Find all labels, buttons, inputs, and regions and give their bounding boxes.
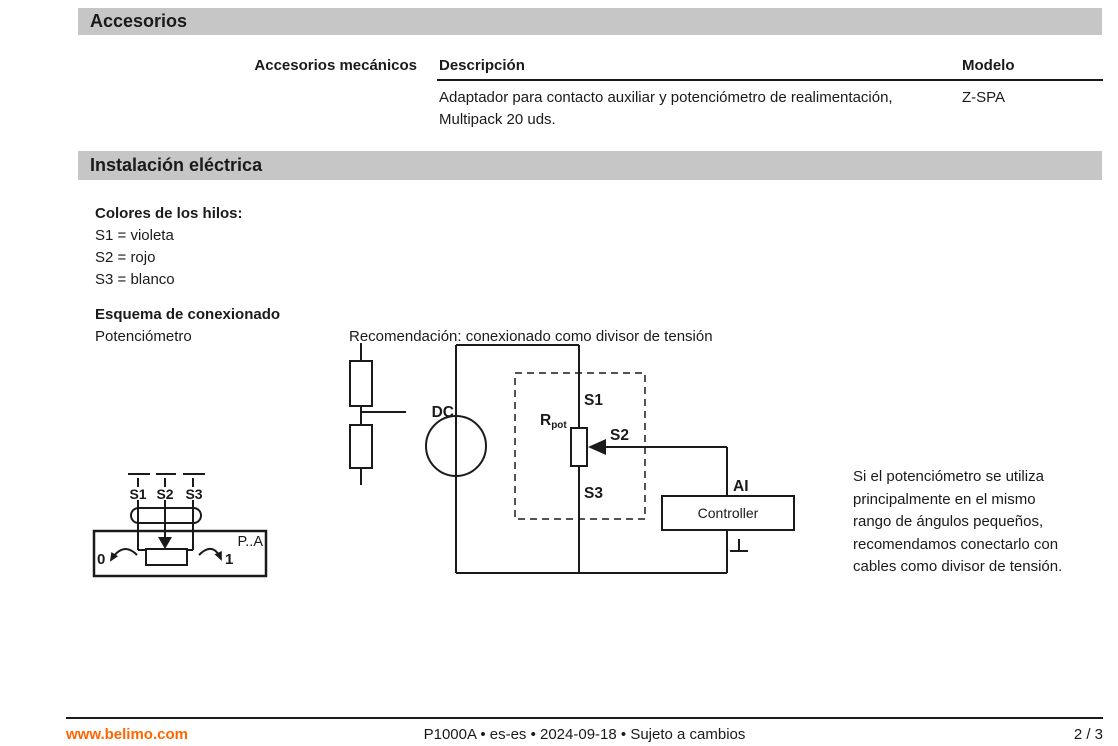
s1-label: S1: [584, 392, 603, 409]
section-header-accesorios: Accesorios: [78, 8, 1102, 35]
footer-page-number: 2 / 3: [1073, 726, 1103, 743]
side-note: Si el potenciómetro se utiliza principal…: [853, 466, 1062, 579]
table-col-descripcion: Descripción: [439, 57, 525, 74]
section-title: Accesorios: [90, 11, 188, 31]
dc-label: DC: [432, 404, 454, 421]
s2-label: S2: [156, 486, 173, 502]
wire-color-s2: S2 = rojo: [95, 249, 156, 266]
rotation-arrow-cw: [198, 548, 222, 561]
s2-wiper-arrowhead: [158, 537, 172, 549]
dc-source-circle: [425, 415, 487, 477]
table-cell-model: Z-SPA: [962, 89, 1006, 106]
table-col-modelo: Modelo: [962, 57, 1015, 74]
footer-rule: [66, 717, 1103, 719]
divider-resistor-bottom: [349, 424, 373, 469]
circuit-lines: [349, 343, 728, 574]
rpot-sub: pot: [551, 420, 567, 431]
wire-color-s1: S1 = violeta: [95, 227, 174, 244]
footer-center-text: P1000A • es-es • 2024-09-18 • Sujeto a c…: [423, 726, 746, 743]
cable-bundle-oval: [130, 507, 202, 524]
table-cell-desc-line1: Adaptador para contacto auxiliar y poten…: [439, 89, 893, 106]
note-line: rango de ángulos pequeños,: [853, 513, 1044, 530]
one-label: 1: [225, 551, 233, 568]
actuator-potentiometer-diagram: S1 S2 S3 P..A 0 1: [92, 473, 268, 578]
note-line: principalmente en el mismo: [853, 490, 1036, 508]
table-cell-desc-line2: Multipack 20 uds.: [439, 111, 556, 128]
potentiometer-track: [145, 548, 188, 566]
s1-label: S1: [129, 486, 146, 502]
controller-box: [661, 495, 795, 531]
table-header-rule: [437, 79, 1103, 81]
esquema-heading: Esquema de conexionado: [95, 306, 281, 323]
pa-label: P..A: [237, 534, 263, 550]
section-title: Instalación eléctrica: [90, 155, 263, 175]
rotation-arrow-ccw: [109, 548, 138, 562]
rpot-r: R: [540, 412, 551, 429]
voltage-divider-circuit-diagram: DC Rpot S1 S2 S3 AI Controller: [349, 343, 795, 574]
rpot-label: Rpot: [540, 412, 567, 431]
table-row: Adaptador para contacto auxiliar y poten…: [439, 87, 893, 131]
s3-label: S3: [185, 486, 202, 502]
note-line: recomendamos conectarlo con: [853, 535, 1059, 553]
wire-color-s3: S3 = blanco: [95, 271, 175, 288]
esquema-sub: Potenciómetro: [95, 328, 192, 345]
s2-label: S2: [610, 427, 629, 444]
potentiometer-body: [570, 427, 588, 467]
potentiometer-dashed-enclosure: [514, 372, 646, 520]
wire-colors-block: Colores de los hilos: S1 = violeta S2 = …: [95, 203, 243, 291]
ai-label: AI: [733, 478, 749, 495]
controller-label: Controller: [698, 505, 759, 521]
label-backgrounds: [128, 487, 204, 500]
note-line: Si el potenciómetro se utiliza: [853, 468, 1044, 485]
esquema-recommendation: Recomendación: conexionado como divisor …: [349, 328, 713, 345]
actuator-housing-box: [92, 529, 268, 578]
note-line: cables como divisor de tensión.: [853, 558, 1063, 575]
zero-label: 0: [97, 551, 105, 568]
table-row-label: Accesorios mecánicos: [254, 57, 417, 74]
s2-wiper-arrowhead: [588, 439, 606, 455]
divider-resistor-top: [349, 360, 373, 407]
section-header-instalacion: Instalación eléctrica: [78, 151, 1102, 180]
ground-symbol: [730, 539, 748, 552]
footer-website-link[interactable]: www.belimo.com: [66, 726, 188, 743]
wire-colors-heading: Colores de los hilos:: [95, 205, 243, 222]
s3-label: S3: [584, 485, 603, 502]
actuator-lines: [92, 473, 268, 578]
